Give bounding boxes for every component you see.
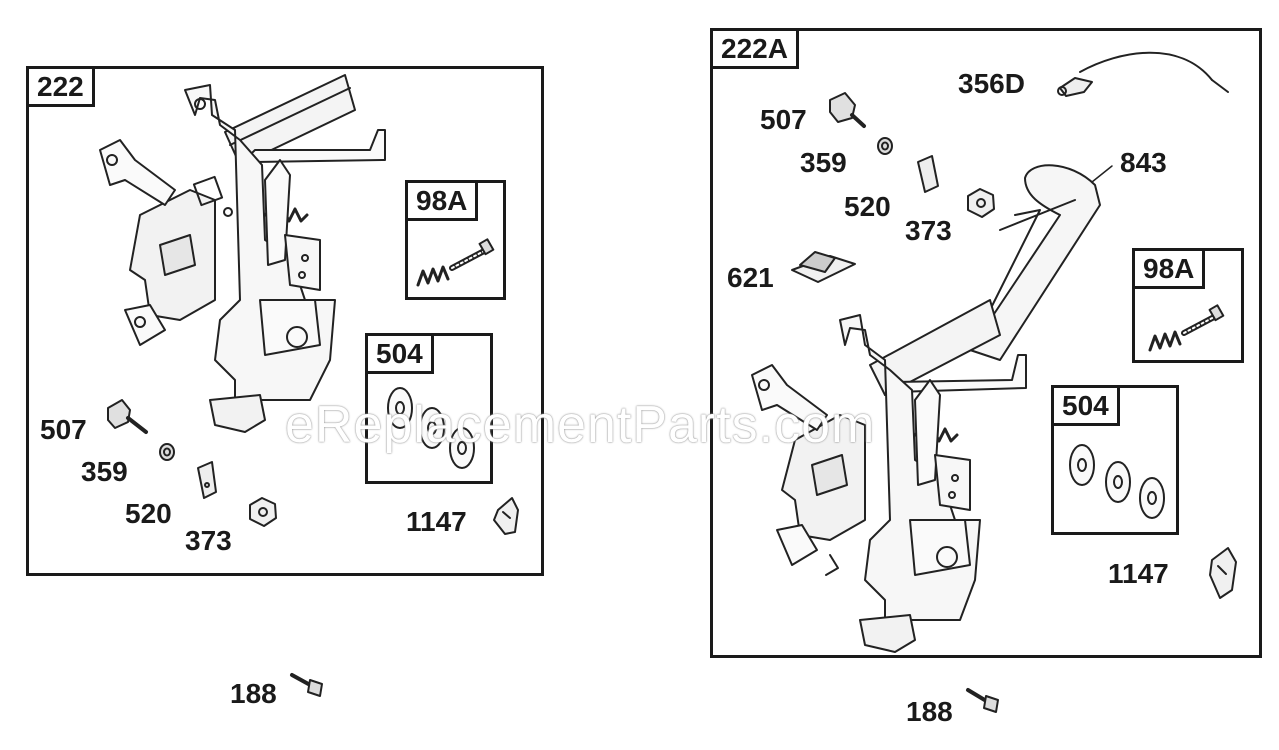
washer-359-left	[159, 443, 175, 461]
wire-356d	[1057, 51, 1229, 97]
spring-bolt-98a-right	[1148, 304, 1225, 352]
assembly-tag-222a: 222A	[713, 31, 799, 69]
bolt-188-right	[966, 688, 999, 713]
leader-843	[1091, 165, 1113, 183]
part-label-621: 621	[727, 262, 774, 293]
bracket-520-right	[917, 155, 939, 193]
part-label-507-right: 507	[760, 104, 807, 135]
subkit-tag-98a-right: 98A	[1135, 251, 1206, 289]
part-label-520-left: 520	[125, 498, 172, 529]
subkit-frame-504-right: 504	[1051, 385, 1179, 535]
subkit-tag-98a-left: 98A	[408, 183, 479, 221]
part-label-507-left: 507	[40, 414, 87, 445]
clip-1147-right	[1209, 547, 1237, 599]
part-label-359-right: 359	[800, 147, 847, 178]
spring-bolt-98a-left	[416, 238, 495, 287]
part-label-188-left: 188	[230, 678, 277, 709]
control-bracket-right	[751, 164, 1101, 653]
clip-507-left	[107, 399, 148, 434]
assembly-frame-222a: 222A	[710, 28, 1262, 658]
subkit-tag-504-right: 504	[1054, 388, 1120, 426]
part-label-359-left: 359	[81, 456, 128, 487]
subkit-tag-504-left: 504	[368, 336, 434, 374]
subkit-frame-504-left: 504	[365, 333, 493, 484]
part-label-1147-left: 1147	[406, 506, 467, 537]
washers-504-left	[387, 387, 475, 469]
part-label-520-right: 520	[844, 191, 891, 222]
nut-373-right	[967, 188, 995, 218]
washer-359-right	[877, 137, 893, 155]
part-label-373-right: 373	[905, 215, 952, 246]
switch-621	[791, 251, 856, 283]
clip-507-right	[829, 92, 866, 128]
assembly-tag-222: 222	[29, 69, 95, 107]
nut-373-left	[249, 497, 277, 527]
part-label-843: 843	[1120, 147, 1167, 178]
washers-504-right	[1069, 444, 1165, 519]
control-bracket-left	[99, 74, 386, 433]
clip-1147-left	[493, 497, 519, 535]
part-label-356d: 356D	[958, 68, 1025, 99]
assembly-frame-222: 222	[26, 66, 544, 576]
subkit-frame-98a-right: 98A	[1132, 248, 1244, 363]
part-label-1147-right: 1147	[1108, 558, 1169, 589]
part-label-188-right: 188	[906, 696, 953, 727]
part-label-373-left: 373	[185, 525, 232, 556]
subkit-frame-98a-left: 98A	[405, 180, 506, 300]
watermark-text: eReplacementParts.com	[285, 396, 876, 454]
bracket-520-left	[197, 461, 217, 499]
bolt-188-left	[290, 673, 323, 697]
